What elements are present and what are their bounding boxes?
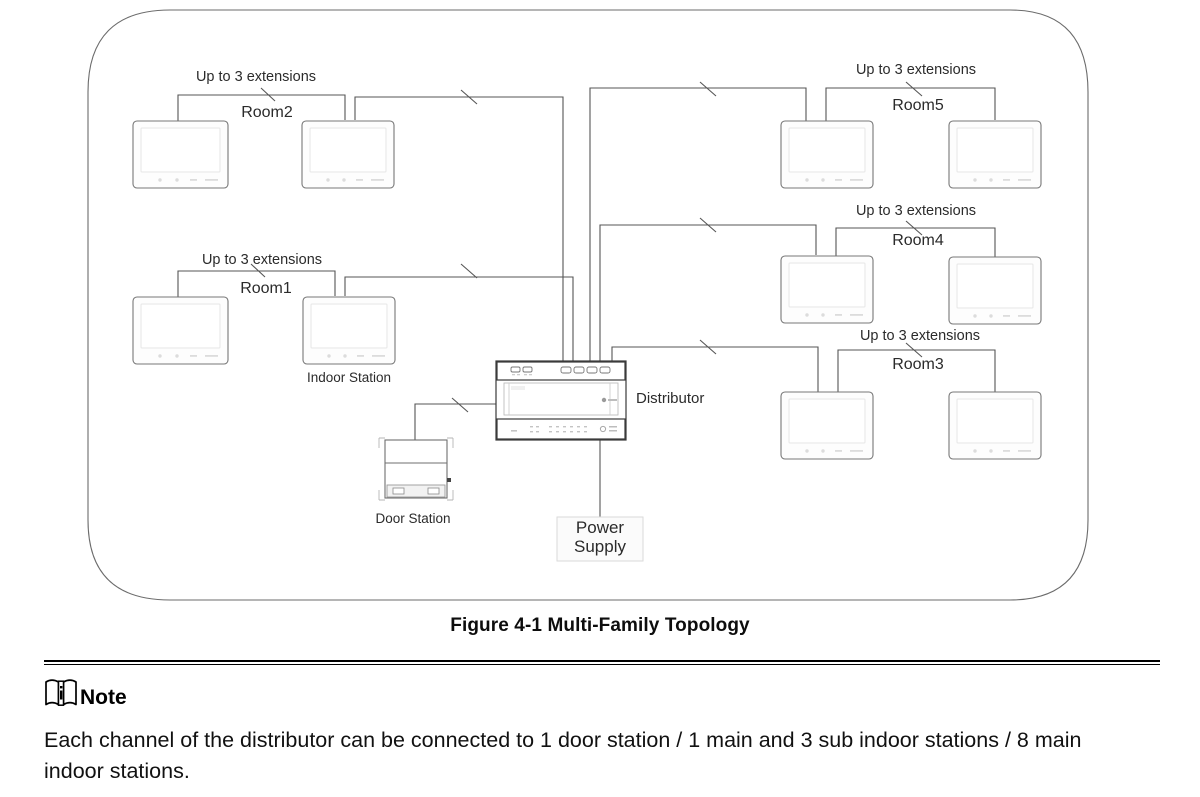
indoor-station-monitor[interactable] bbox=[948, 120, 1042, 189]
note-rule-bottom bbox=[44, 664, 1160, 665]
cable-tick bbox=[260, 87, 276, 102]
note-title: Note bbox=[80, 686, 127, 709]
power-supply-label-line1: Power bbox=[576, 518, 625, 537]
trunk-room1 bbox=[344, 276, 574, 363]
cable-tick bbox=[250, 263, 266, 278]
distributor-top-terminals bbox=[510, 366, 611, 374]
bus-room4 bbox=[835, 227, 996, 257]
room-label-room2: Room2 bbox=[241, 104, 293, 121]
extensions-label-room2: Up to 3 extensions bbox=[196, 69, 316, 85]
trunk-room3 bbox=[611, 346, 819, 392]
indoor-station-monitor[interactable] bbox=[301, 120, 395, 189]
power-supply-box[interactable]: Power Supply bbox=[556, 516, 644, 562]
extensions-label-room3: Up to 3 extensions bbox=[860, 328, 980, 344]
note-header: Note bbox=[44, 673, 1164, 711]
indoor-station-monitor[interactable] bbox=[780, 391, 874, 460]
extensions-label-room4: Up to 3 extensions bbox=[856, 203, 976, 219]
door-station-label: Door Station bbox=[375, 511, 450, 526]
distributor-power-terminal bbox=[599, 425, 617, 433]
door-station-dimension-marks bbox=[378, 437, 454, 501]
cable-tick-group bbox=[250, 81, 923, 413]
indoor-station-monitor[interactable] bbox=[132, 296, 229, 365]
indoor-station-monitor[interactable] bbox=[780, 120, 874, 189]
room-label-room1: Room1 bbox=[240, 280, 292, 297]
extensions-label-room5: Up to 3 extensions bbox=[856, 62, 976, 78]
room-label-room4: Room4 bbox=[892, 232, 944, 249]
note-rule-top bbox=[44, 660, 1160, 662]
distributor-label: Distributor bbox=[636, 390, 704, 407]
trunk-room2 bbox=[354, 96, 564, 363]
trunk-room5 bbox=[589, 87, 807, 363]
indoor-station-monitor[interactable] bbox=[948, 391, 1042, 460]
distributor-device[interactable] bbox=[495, 360, 627, 441]
figure-caption: Figure 4-1 Multi-Family Topology bbox=[450, 615, 750, 636]
room-label-room5: Room5 bbox=[892, 97, 944, 114]
cable-tick bbox=[905, 220, 923, 236]
bus-room1 bbox=[177, 270, 336, 297]
indoor-station-monitor[interactable] bbox=[302, 296, 396, 365]
indoor-station-group bbox=[132, 120, 1042, 460]
bus-room2 bbox=[177, 94, 346, 122]
cable-tick bbox=[905, 342, 923, 358]
extensions-label-room1: Up to 3 extensions bbox=[202, 252, 322, 268]
cable-tick bbox=[905, 81, 923, 97]
note-text: Each channel of the distributor can be c… bbox=[44, 728, 1082, 783]
bus-room5 bbox=[825, 87, 996, 122]
distributor-top-terminal-marks bbox=[512, 374, 532, 376]
room-label-room3: Room3 bbox=[892, 356, 944, 373]
distributor-brand-mark bbox=[601, 397, 617, 403]
cable-tick bbox=[699, 339, 717, 355]
indoor-station-monitor[interactable] bbox=[780, 255, 874, 324]
note-block: Note Each channel of the distributor can… bbox=[44, 660, 1164, 786]
indoor-station-label: Indoor Station bbox=[307, 370, 391, 385]
note-book-info-icon bbox=[45, 679, 77, 706]
cable-tick bbox=[699, 217, 717, 233]
cable-tick bbox=[460, 263, 478, 279]
indoor-station-monitor[interactable] bbox=[132, 120, 229, 189]
power-supply-label-line2: Supply bbox=[574, 537, 626, 556]
distributor-bottom-terminals bbox=[511, 426, 587, 433]
cable-tick bbox=[451, 397, 469, 413]
bus-room3 bbox=[837, 349, 996, 392]
multi-family-topology-diagram: Power Supply Up to 3 extensions Room2 Up… bbox=[87, 9, 1089, 601]
figure-diagram-area: Power Supply Up to 3 extensions Room2 Up… bbox=[87, 9, 1089, 601]
indoor-station-monitor[interactable] bbox=[948, 256, 1042, 325]
installation-boundary bbox=[87, 9, 1089, 601]
cable-tick bbox=[699, 81, 717, 97]
door-station-device[interactable] bbox=[378, 437, 454, 501]
trunk-door-station bbox=[414, 403, 496, 440]
cable-tick bbox=[460, 89, 478, 105]
